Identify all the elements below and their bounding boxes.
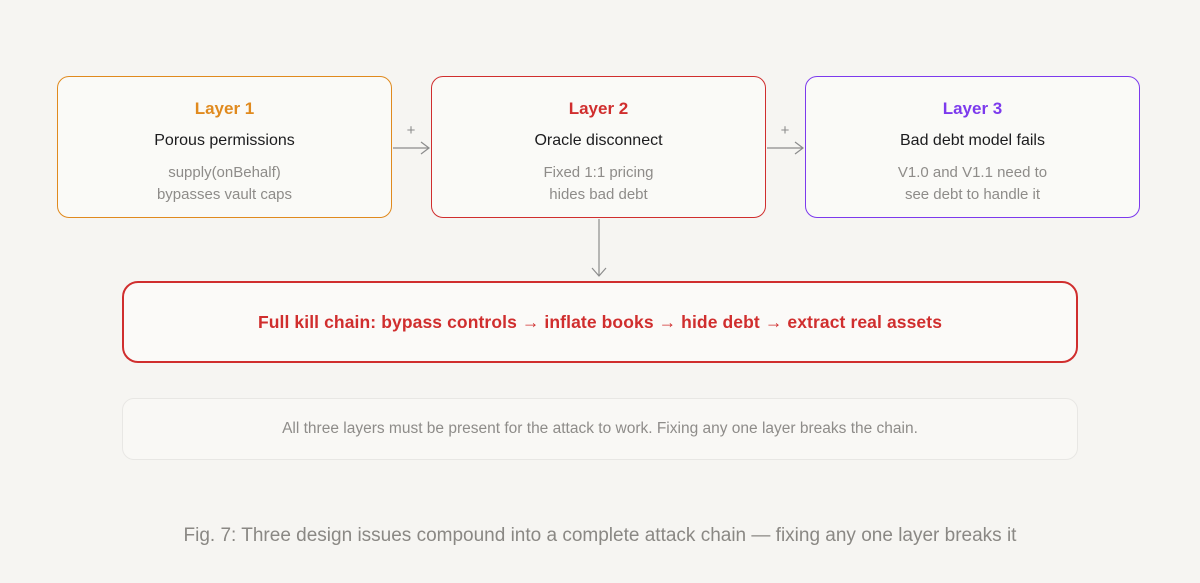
arrow-right-icon	[767, 141, 804, 155]
layer3-subtitle: Bad debt model fails	[900, 132, 1045, 149]
arrow-right-icon	[393, 141, 430, 155]
layer2-title: Layer 2	[568, 99, 629, 118]
kill-chain-text: Full kill chain: bypass controls → infla…	[257, 311, 943, 332]
layer1-title: Layer 1	[194, 99, 255, 118]
layer3-detail-line1: V1.0 and V1.1 need to	[897, 164, 1048, 181]
layer2-detail: Fixed 1:1 pricing hides bad debt	[432, 162, 765, 206]
kill-chain-box: Full kill chain: bypass controls → infla…	[122, 281, 1078, 363]
layer1-box: Layer 1 Porous permissions supply(onBeha…	[57, 76, 392, 218]
layer3-detail-line2: see debt to handle it	[904, 186, 1041, 203]
arrow-down-icon	[591, 219, 607, 277]
layer1-subtitle: Porous permissions	[154, 132, 295, 149]
layer2-box: Layer 2 Oracle disconnect Fixed 1:1 pric…	[431, 76, 766, 218]
note-box: All three layers must be present for the…	[122, 398, 1078, 460]
layer1-detail-line2: bypasses vault caps	[156, 186, 293, 203]
note-text: All three layers must be present for the…	[282, 420, 918, 437]
layer2-detail-line1: Fixed 1:1 pricing	[543, 164, 654, 181]
layer3-detail: V1.0 and V1.1 need to see debt to handle…	[806, 162, 1139, 206]
layer2-detail-line2: hides bad debt	[549, 186, 648, 203]
plus-icon: +	[780, 122, 790, 139]
figure-caption: Fig. 7: Three design issues compound int…	[183, 525, 1017, 546]
layer1-detail: supply(onBehalf) bypasses vault caps	[58, 162, 391, 206]
plus-icon: +	[406, 122, 416, 139]
layer3-title: Layer 3	[942, 99, 1003, 118]
layer1-detail-line1: supply(onBehalf)	[168, 164, 281, 181]
layer3-box: Layer 3 Bad debt model fails V1.0 and V1…	[805, 76, 1140, 218]
layer2-subtitle: Oracle disconnect	[534, 132, 663, 149]
